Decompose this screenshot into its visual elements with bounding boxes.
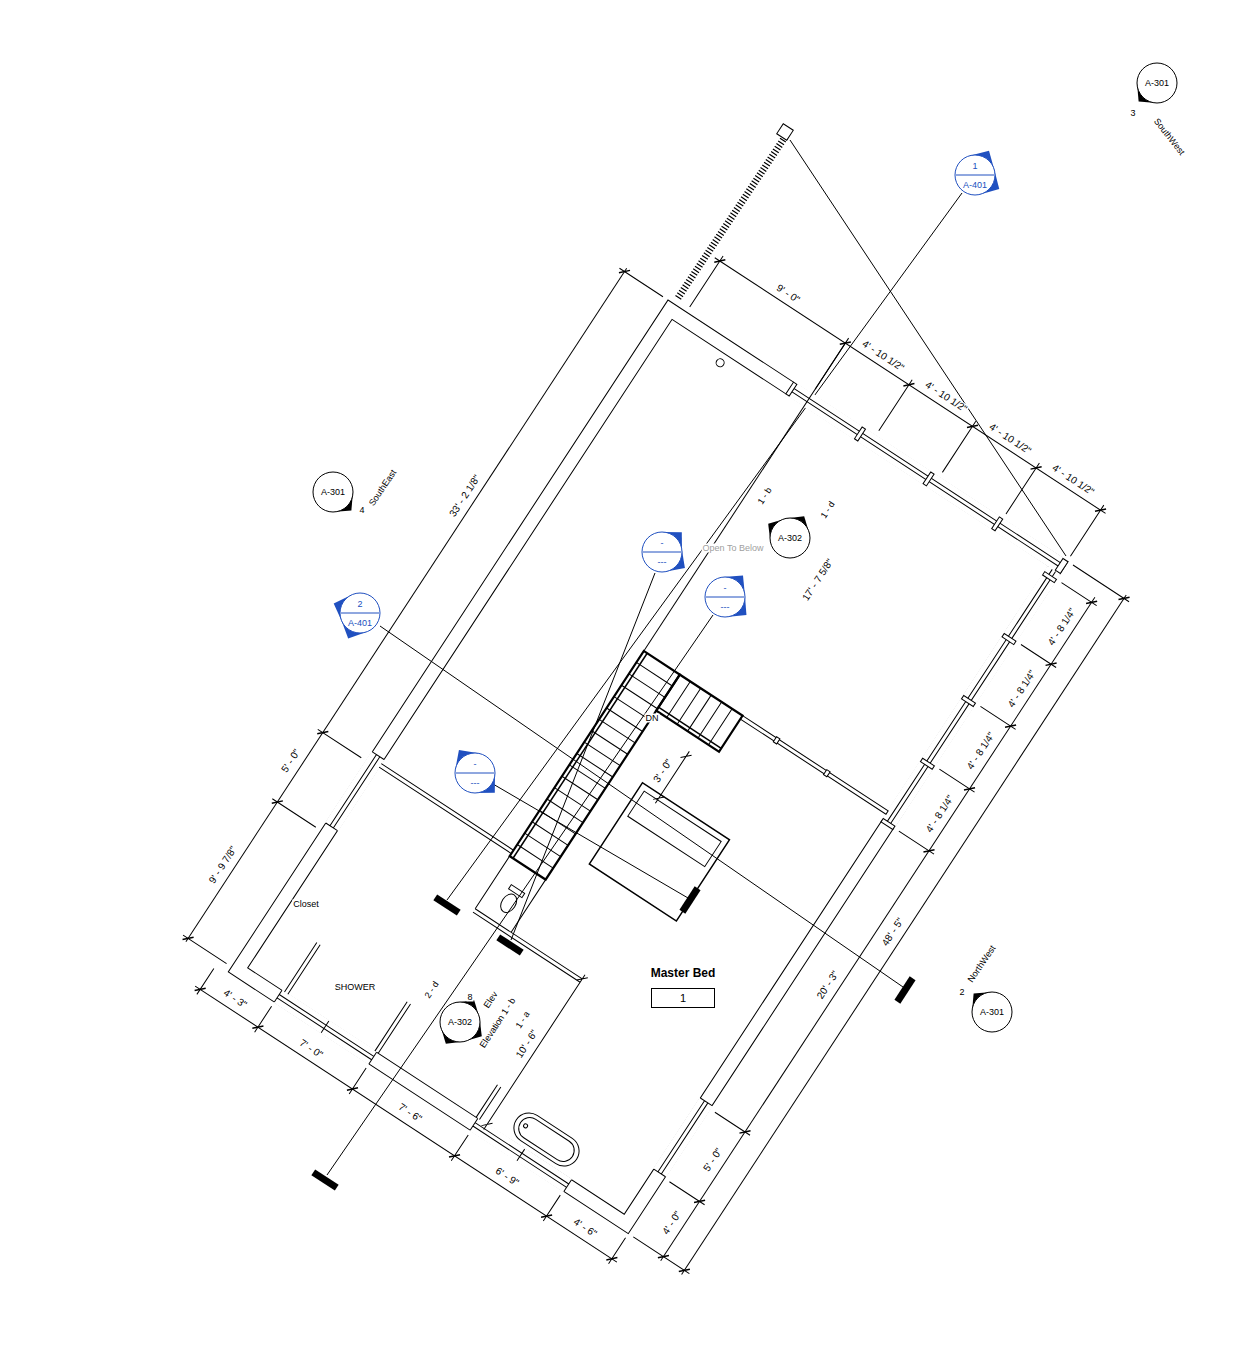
- sheet-number: ---: [721, 603, 730, 612]
- detail-number: -: [724, 584, 727, 593]
- sheet-number: A-401: [348, 619, 372, 628]
- dimension-label: 7' - 0": [297, 1037, 325, 1060]
- room-name-label: SHOWER: [334, 983, 377, 992]
- post: [777, 124, 794, 141]
- view-number: 2: [959, 988, 964, 997]
- marker-symbol: [954, 154, 996, 196]
- deck-rail: [678, 137, 785, 298]
- dimension-label: 4' - 6": [571, 1216, 599, 1239]
- view-name: SouthEast: [368, 468, 399, 507]
- elevation-ref-label: 1 - d: [819, 499, 837, 521]
- dimension-label: 9' - 0": [774, 282, 802, 305]
- guide-line: [790, 140, 1066, 556]
- detail-number: 1: [972, 162, 977, 171]
- room-tag: Master Bed1: [651, 988, 715, 1008]
- dimension-label: 5' - 0": [702, 1146, 725, 1174]
- area-note-label: Open To Below: [702, 544, 765, 553]
- sheet-number: ---: [658, 558, 667, 567]
- callout-number-label: 8: [466, 993, 473, 1002]
- dimension-label: 17' - 7 5/8": [800, 556, 836, 603]
- dimension-label: 4' - 10 1/2": [923, 379, 970, 415]
- room-name-label: Closet: [292, 900, 320, 909]
- dimension-label: 4' - 10 1/2": [986, 421, 1033, 457]
- elevation-marker: A-3012NorthWest: [971, 991, 1013, 1033]
- section-marker: ----: [641, 531, 683, 573]
- dimension-label: 3' - 0": [651, 757, 674, 785]
- marker-symbol: [704, 576, 746, 618]
- room-number: 1: [680, 993, 686, 1004]
- detail-number: -: [474, 760, 477, 769]
- elevation-marker: A-302: [439, 1001, 481, 1043]
- dimension-label: 4' - 8 1/4": [965, 730, 998, 772]
- section-lines: [311, 193, 962, 1191]
- room-name: Master Bed: [651, 967, 716, 979]
- sheet-number: A-301: [1145, 79, 1169, 88]
- sheet-number: A-401: [963, 181, 987, 190]
- elevation-marker: A-3013SouthWest: [1136, 62, 1178, 104]
- view-name: SouthWest: [1152, 117, 1186, 157]
- view-number: 3: [1130, 109, 1135, 118]
- elevation-ref-label: 1 - b: [756, 485, 774, 507]
- elevation-marker: A-302: [769, 517, 811, 559]
- dimension-lines: [160, 212, 1166, 1304]
- section-marker: ----: [454, 752, 496, 794]
- detail-number: -: [661, 539, 664, 548]
- detail-number: 2: [357, 600, 362, 609]
- dimension-label: 10' - 6": [513, 1027, 539, 1060]
- dimension-label: 4' - 8 1/4": [924, 793, 957, 835]
- sheet-number: A-301: [980, 1008, 1004, 1017]
- sheet-number: ---: [471, 779, 480, 788]
- view-name: NorthWest: [966, 944, 997, 984]
- dimension-label: 4' - 0": [661, 1209, 684, 1237]
- marker-symbol: [339, 592, 381, 634]
- dimension-label: 4' - 8 1/4": [1046, 606, 1079, 648]
- elevation-ref-label: Elev: [482, 989, 500, 1010]
- sheet-number: A-302: [778, 534, 802, 543]
- dimension-label: 6' - 9": [492, 1165, 520, 1188]
- dimension-label: 4' - 10 1/2": [1050, 463, 1097, 499]
- dimension-label: 33' - 2 1/8": [447, 472, 483, 519]
- dimension-label: 7' - 6": [395, 1101, 423, 1124]
- elevation-marker: A-3014SouthEast: [312, 471, 354, 513]
- dimension-label: 4' - 10 1/2": [859, 338, 906, 374]
- elevation-ref-label: 1 - a: [514, 1009, 532, 1031]
- stair-direction-label: DN: [645, 714, 660, 723]
- sheet-number: A-302: [448, 1018, 472, 1027]
- dimension-label: 48' - 5": [879, 916, 905, 949]
- marker-symbol: [641, 531, 683, 573]
- dimension-label: 4' - 8 1/4": [1005, 668, 1038, 710]
- dimension-label: 4' - 3": [220, 987, 248, 1010]
- dimension-label: 20' - 3": [815, 969, 841, 1002]
- section-marker: ----: [704, 576, 746, 618]
- elevation-ref-label: 2 - d: [423, 979, 441, 1001]
- marker-symbol: [454, 752, 496, 794]
- view-number: 4: [359, 506, 364, 515]
- dimension-label: 5' - 0": [279, 747, 302, 775]
- section-marker: 1A-401: [954, 154, 996, 196]
- building: [160, 212, 1166, 1304]
- dimension-label: 9' - 9 7/8": [207, 843, 240, 885]
- sheet-number: A-301: [321, 488, 345, 497]
- section-marker: 2A-401: [339, 592, 381, 634]
